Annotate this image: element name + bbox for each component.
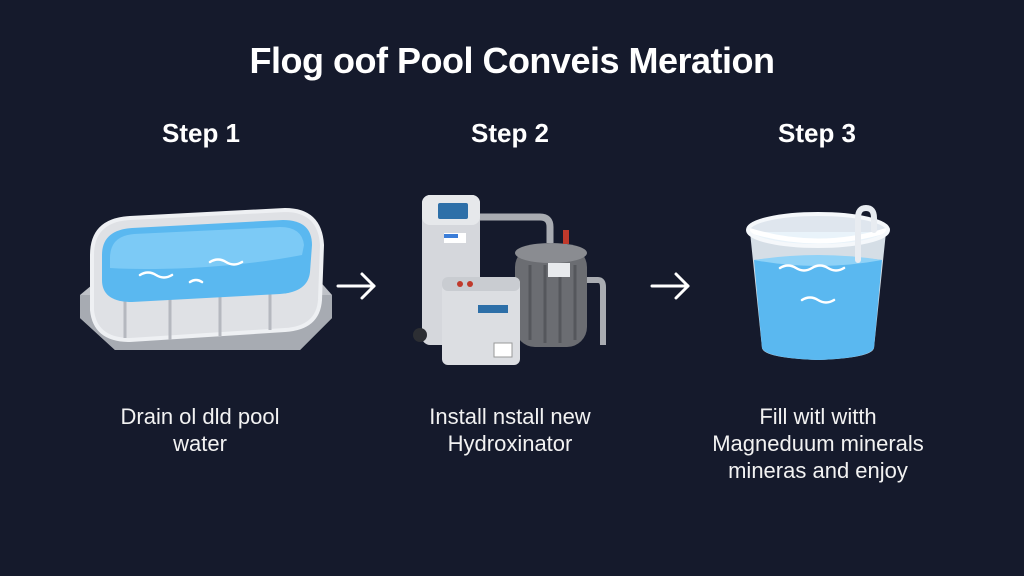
water-bucket-icon <box>746 204 890 360</box>
step-1-caption: Drain ol dld pool water <box>70 403 330 457</box>
arrow-right-icon <box>650 272 690 300</box>
step-2-caption-line: Install nstall new <box>429 404 591 429</box>
step-2-caption: Install nstall new Hydroxinator <box>380 403 640 457</box>
hydroxinator-icon <box>413 195 606 365</box>
diagram-title: Flog oof Pool Conveis Meration <box>249 40 776 81</box>
step-3-label: Step 3 <box>777 118 857 148</box>
step-3-caption-line: mineras and enjoy <box>728 458 908 483</box>
arrow-right-icon <box>336 272 376 300</box>
step-3-caption-line: Fill witl witth <box>759 404 877 429</box>
step-2-label: Step 2 <box>470 118 550 148</box>
step-1-caption-line: Drain ol dld pool <box>120 404 280 429</box>
step-2-caption-line: Hydroxinator <box>447 431 573 456</box>
step-1-caption-line: water <box>173 431 227 456</box>
pool-icon <box>80 207 332 350</box>
step-3-caption: Fill witl witth Magneduum minerals miner… <box>688 403 948 484</box>
step-1-label: Step 1 <box>161 118 241 148</box>
step-3-caption-line: Magneduum minerals <box>712 431 924 456</box>
